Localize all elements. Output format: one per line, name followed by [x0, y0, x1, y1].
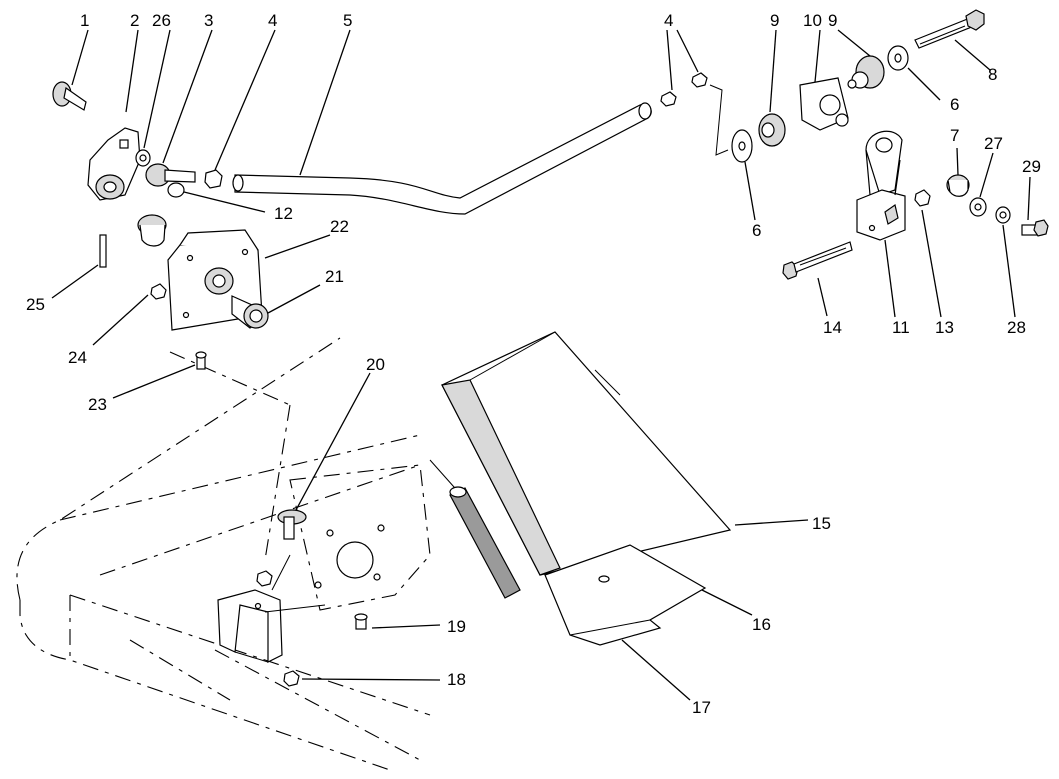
callout-3: 3 [204, 11, 213, 30]
bracket-lower [217, 589, 283, 663]
washer-6-upper [887, 45, 909, 71]
bolt-1 [52, 81, 87, 111]
callout-22: 22 [330, 217, 349, 236]
callout-13: 13 [935, 318, 954, 337]
ball-joint-3 [145, 163, 196, 198]
pedal-stem [449, 486, 521, 599]
callout-18: 18 [447, 670, 466, 689]
callout-9-lower: 9 [770, 11, 779, 30]
callout-19: 19 [447, 617, 466, 636]
bushing-9-upper [847, 55, 885, 89]
bolt-29 [1021, 219, 1049, 237]
bolt-14 [782, 241, 853, 280]
bushing-9-lower [758, 113, 786, 147]
bolt-8 [914, 9, 985, 49]
callout-25: 25 [26, 295, 45, 314]
callout-7: 7 [950, 126, 959, 145]
callout-5: 5 [343, 11, 352, 30]
callout-20: 20 [366, 355, 385, 374]
bushing-21 [231, 295, 269, 329]
callout-10: 10 [803, 11, 822, 30]
nuts-4-right [660, 72, 708, 107]
arm-11 [856, 130, 906, 241]
callout-labels: 1 2 26 3 4 5 4 9 10 9 8 6 7 27 29 12 22 … [26, 11, 1041, 717]
nut-4-left [204, 169, 223, 189]
callout-27: 27 [984, 134, 1003, 153]
pin-25 [99, 234, 107, 268]
callout-8: 8 [988, 65, 997, 84]
lever-2 [87, 127, 141, 201]
callout-14: 14 [823, 318, 842, 337]
callout-6-upper: 6 [950, 95, 959, 114]
assembly-guide-lines [264, 554, 326, 613]
callout-4-right: 4 [664, 11, 673, 30]
callout-4-left: 4 [268, 11, 277, 30]
washer-27 [969, 197, 987, 217]
bushing-7 [946, 174, 970, 197]
bolt-19 [354, 613, 368, 630]
side-plate [289, 459, 471, 611]
callout-21: 21 [325, 267, 344, 286]
nut-13 [914, 189, 931, 207]
callout-12: 12 [274, 204, 293, 223]
clevis-10 [799, 77, 849, 131]
spacer-bushing [137, 214, 167, 247]
leader-lines [51, 29, 1031, 701]
callout-6-lower: 6 [752, 221, 761, 240]
callout-17: 17 [692, 698, 711, 717]
nut-lower [256, 570, 273, 587]
washer-26 [135, 149, 151, 167]
bolt-20 [277, 509, 307, 540]
callout-26: 26 [152, 11, 171, 30]
callout-15: 15 [812, 514, 831, 533]
callout-11: 11 [892, 318, 910, 337]
pedal-15 [441, 331, 732, 576]
washer-28 [995, 206, 1011, 224]
bolt-23 [195, 351, 207, 370]
callout-23: 23 [88, 395, 107, 414]
callout-9-upper: 9 [828, 11, 837, 30]
callout-28: 28 [1007, 318, 1026, 337]
nut-18 [283, 670, 300, 687]
washer-6-lower [731, 129, 753, 163]
callout-1: 1 [80, 11, 89, 30]
frame-phantom-lines [16, 337, 431, 771]
nut-24 [150, 283, 167, 300]
callout-24: 24 [68, 348, 87, 367]
foot-plate-16 [544, 544, 707, 646]
rod-5 [232, 102, 652, 215]
callout-29: 29 [1022, 157, 1041, 176]
callout-2: 2 [130, 11, 139, 30]
callout-16: 16 [752, 615, 771, 634]
leader-bracket [709, 84, 729, 156]
